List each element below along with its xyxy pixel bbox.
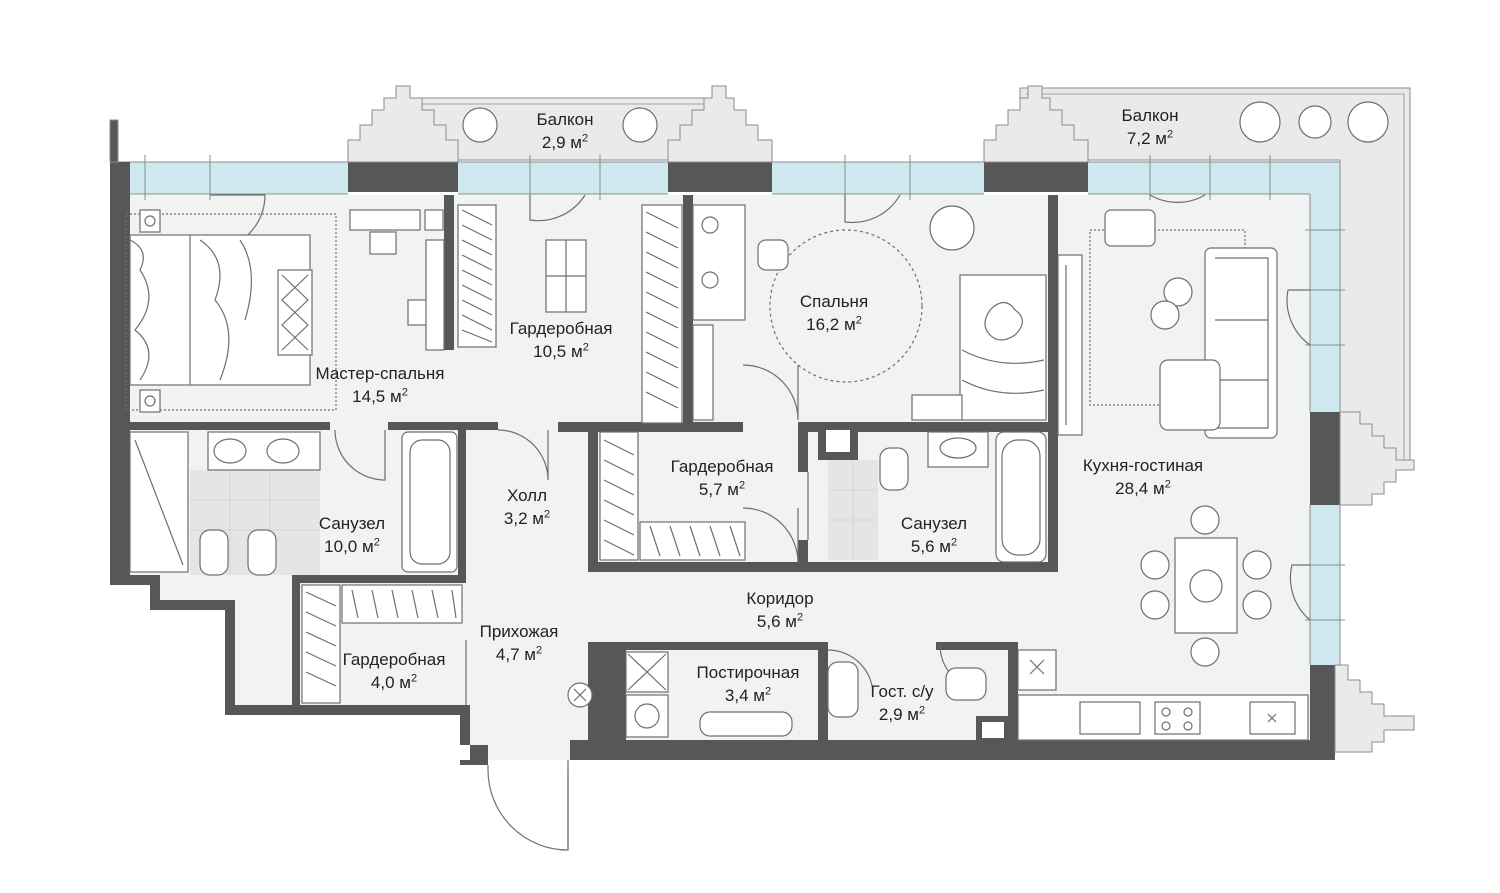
room-name: Санузел <box>318 514 386 533</box>
room-label-bathroom-2: Санузел 5,6 м2 <box>901 512 967 558</box>
room-area: 5,6 м2 <box>756 611 804 631</box>
ottoman <box>545 239 587 313</box>
room-area: 4,0 м2 <box>370 672 418 692</box>
room-label-balcony-1: Балкон 2,9 м2 <box>536 108 593 154</box>
room-name: Прихожая <box>479 622 559 641</box>
room-area: 10,5 м2 <box>533 341 589 361</box>
balcony-furniture <box>462 101 1389 143</box>
room-label-guest-wc: Гост. с/у 2,9 м2 <box>870 680 933 726</box>
room-name: Гардеробная <box>342 650 446 669</box>
room-area: 3,2 м2 <box>503 508 551 528</box>
room-label-entrance: Прихожая 4,7 м2 <box>480 620 559 666</box>
room-label-hall: Холл 3,2 м2 <box>504 484 550 530</box>
room-name: Санузел <box>900 514 968 533</box>
room-label-wardrobe-1: Гардеробная 10,5 м2 <box>510 317 613 363</box>
room-area: 3,4 м2 <box>724 685 772 705</box>
room-area: 28,4 м2 <box>1115 478 1171 498</box>
room-label-laundry: Постирочная 3,4 м2 <box>697 661 800 707</box>
room-name: Мастер-спальня <box>315 364 445 383</box>
kitchen-living-furniture <box>1017 209 1309 741</box>
room-name: Коридор <box>746 589 814 608</box>
room-name: Гардеробная <box>670 457 774 476</box>
bathroom-fixtures <box>129 431 1047 738</box>
room-area: 16,2 м2 <box>806 314 862 334</box>
room-name: Балкон <box>536 110 594 129</box>
room-name: Гост. с/у <box>870 682 934 701</box>
room-area: 2,9 м2 <box>541 132 589 152</box>
room-area: 14,5 м2 <box>352 386 408 406</box>
facade-steps <box>347 85 1415 753</box>
room-label-balcony-2: Балкон 7,2 м2 <box>1121 104 1178 150</box>
room-label-wardrobe-3: Гардеробная 4,0 м2 <box>343 648 446 694</box>
master-bedroom-furniture <box>125 209 445 413</box>
room-label-bathroom-1: Санузел 10,0 м2 <box>319 512 385 558</box>
room-area: 5,7 м2 <box>698 479 746 499</box>
wardrobe-racks <box>301 204 746 704</box>
room-name: Постирочная <box>696 663 800 682</box>
glazing <box>112 155 1345 665</box>
interior-walls <box>130 195 1058 742</box>
room-area: 4,7 м2 <box>495 644 543 664</box>
room-name: Спальня <box>799 292 869 311</box>
room-area: 10,0 м2 <box>324 536 380 556</box>
room-name: Холл <box>506 486 548 505</box>
room-label-wardrobe-2: Гардеробная 5,7 м2 <box>671 455 774 501</box>
room-label-master-bedroom: Мастер-спальня 14,5 м2 <box>315 362 444 408</box>
room-name: Балкон <box>1121 106 1179 125</box>
bedroom-furniture <box>692 204 1083 436</box>
room-area: 2,9 м2 <box>878 704 926 724</box>
room-label-kitchen-living: Кухня-гостиная 28,4 м2 <box>1083 454 1203 500</box>
room-label-bedroom: Спальня 16,2 м2 <box>800 290 868 336</box>
room-name: Гардеробная <box>509 319 613 338</box>
room-label-corridor: Коридор 5,6 м2 <box>746 587 813 633</box>
room-area: 7,2 м2 <box>1126 128 1174 148</box>
room-area: 5,6 м2 <box>910 536 958 556</box>
room-name: Кухня-гостиная <box>1082 456 1204 475</box>
exterior-walls <box>109 119 1340 765</box>
